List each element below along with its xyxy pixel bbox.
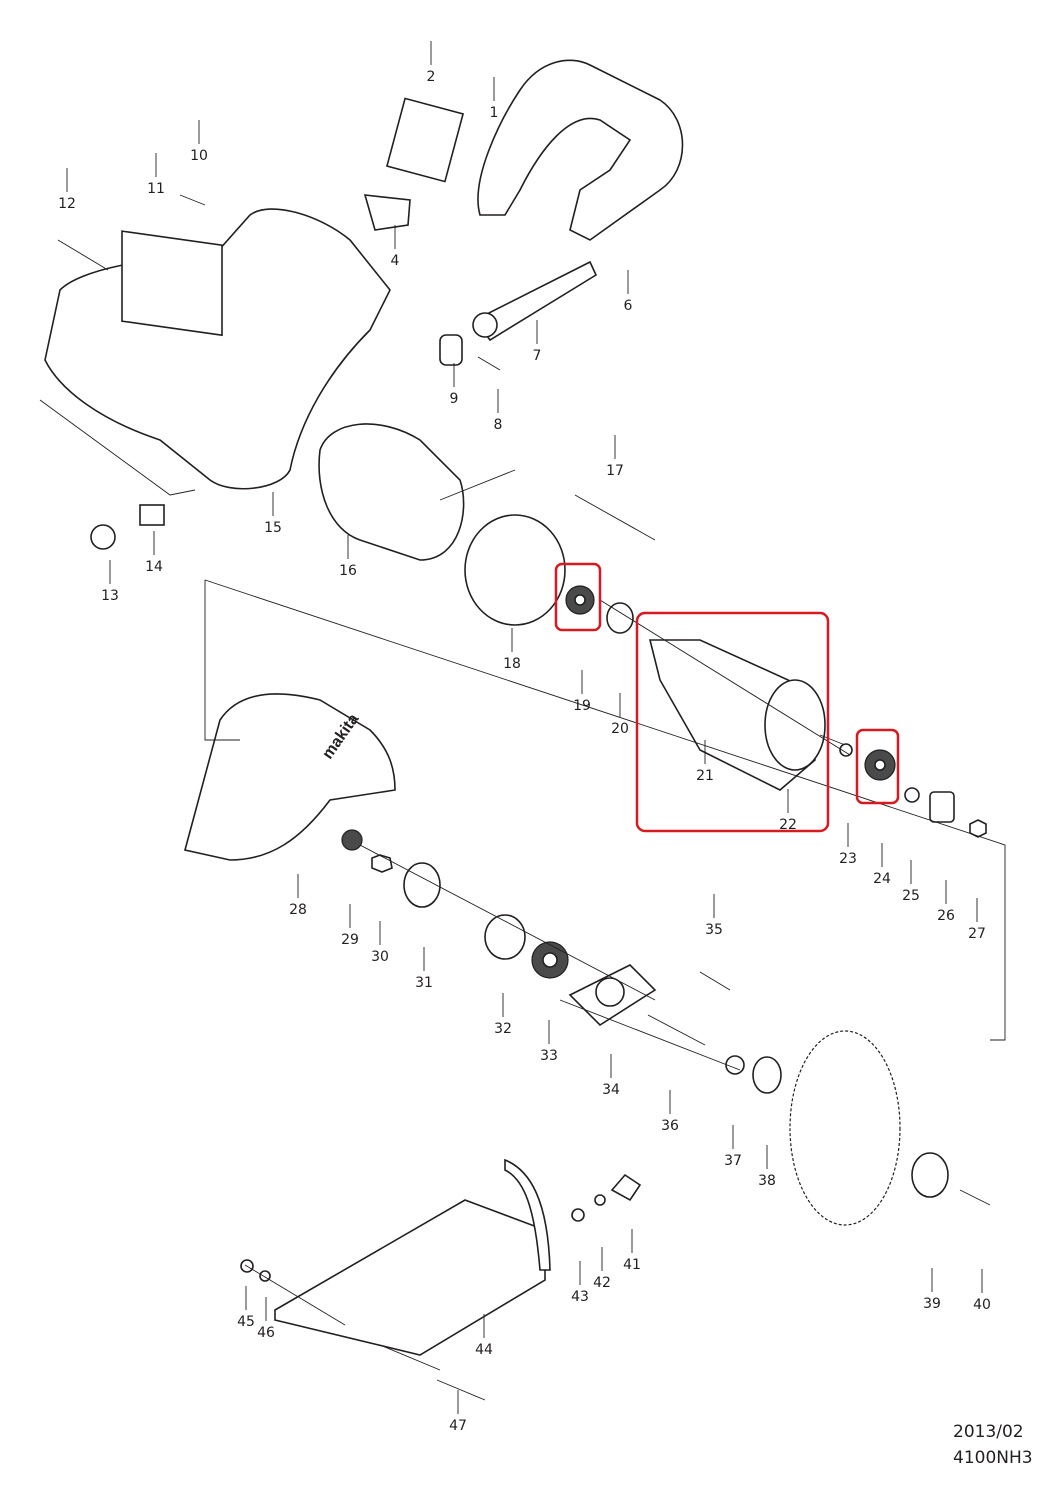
part-label-17: 17 — [606, 463, 624, 479]
bolt-part — [959, 1189, 991, 1206]
part-label-38: 38 — [758, 1173, 776, 1189]
part-label-24: 24 — [873, 871, 891, 887]
nut-part — [969, 819, 987, 838]
o-ring-part — [725, 1055, 745, 1075]
part-label-27: 27 — [968, 926, 986, 942]
angle-guide-part — [504, 1158, 551, 1271]
part-label-30: 30 — [371, 949, 389, 965]
spindle-part — [647, 1014, 706, 1046]
part-shapes: makita — [44, 59, 991, 1401]
bearing-part — [341, 829, 363, 851]
part-label-47: 47 — [449, 1418, 467, 1434]
part-label-42: 42 — [593, 1275, 611, 1291]
label-plate-part — [121, 230, 223, 337]
part-label-26: 26 — [937, 908, 955, 924]
model-number: 4100NH3 — [953, 1448, 1033, 1468]
part-label-1: 1 — [490, 105, 499, 121]
part-label-45: 45 — [237, 1314, 255, 1330]
screw-part — [57, 239, 109, 271]
highlight-boxes — [554, 562, 900, 833]
washer-part — [839, 743, 853, 757]
grip-end — [472, 312, 498, 338]
part-label-29: 29 — [341, 932, 359, 948]
part-label-16: 16 — [339, 563, 357, 579]
part-label-31: 31 — [415, 975, 433, 991]
washer-part — [904, 787, 920, 803]
cord-clamp-part — [439, 334, 463, 366]
inner-flange-part — [752, 1056, 782, 1094]
part-label-41: 41 — [623, 1257, 641, 1273]
nut-part — [371, 854, 393, 873]
pin-part — [436, 1379, 486, 1401]
revision-date: 2013/02 — [953, 1422, 1024, 1442]
part-label-39: 39 — [923, 1296, 941, 1312]
part-label-34: 34 — [602, 1082, 620, 1098]
part-label-43: 43 — [571, 1289, 589, 1305]
outer-flange-part — [911, 1152, 949, 1198]
part-label-44: 44 — [475, 1342, 493, 1358]
switch-part — [385, 97, 465, 183]
part-label-18: 18 — [503, 656, 521, 672]
part-label-14: 14 — [145, 559, 163, 575]
wing-bolt-part — [610, 1173, 642, 1202]
part-label-35: 35 — [705, 922, 723, 938]
part-label-15: 15 — [264, 520, 282, 536]
assembly-lines — [39, 399, 1006, 1371]
part-number-labels: 1246789101112131415161718192021222324252… — [58, 41, 991, 1434]
bolt-part — [699, 971, 731, 991]
handle-part — [477, 59, 684, 241]
part-label-28: 28 — [289, 902, 307, 918]
washer-part — [594, 1194, 606, 1206]
screw-part — [574, 494, 656, 541]
part-label-11: 11 — [147, 181, 165, 197]
fan-part — [764, 679, 826, 771]
insulation-washer-part — [606, 602, 634, 634]
part-label-12: 12 — [58, 196, 76, 212]
part-label-21: 21 — [696, 768, 714, 784]
part-label-9: 9 — [450, 391, 459, 407]
part-label-22: 22 — [779, 817, 797, 833]
part-label-13: 13 — [101, 588, 119, 604]
highlight-box-24 — [855, 728, 900, 805]
washer-part — [571, 1208, 585, 1222]
gear-part — [403, 862, 441, 908]
part-label-36: 36 — [661, 1118, 679, 1134]
part-label-19: 19 — [573, 698, 591, 714]
carbon-brush-part — [139, 504, 165, 526]
part-label-46: 46 — [257, 1325, 275, 1341]
part-label-20: 20 — [611, 721, 629, 737]
part-label-10: 10 — [190, 148, 208, 164]
part-label-32: 32 — [494, 1021, 512, 1037]
part-label-37: 37 — [724, 1153, 742, 1169]
part-label-2: 2 — [427, 69, 436, 85]
part-label-33: 33 — [540, 1048, 558, 1064]
screw-part — [179, 194, 206, 206]
part-label-4: 4 — [391, 253, 400, 269]
part-label-23: 23 — [839, 851, 857, 867]
gear-housing-part — [184, 693, 396, 861]
brush-cap-part — [90, 524, 116, 550]
part-label-8: 8 — [494, 417, 503, 433]
gear-part — [929, 791, 955, 823]
part-label-7: 7 — [533, 348, 542, 364]
screw-part — [477, 356, 501, 371]
highlight-box-19 — [554, 562, 602, 632]
part-label-40: 40 — [973, 1297, 991, 1313]
highlight-box-21-22 — [635, 611, 830, 833]
part-label-25: 25 — [902, 888, 920, 904]
stator-part — [318, 423, 465, 561]
part-label-6: 6 — [624, 298, 633, 314]
switch-cover-part — [363, 194, 411, 231]
diamond-wheel-part — [789, 1030, 901, 1226]
baffle-plate-part — [464, 514, 566, 626]
base-part — [274, 1199, 546, 1356]
